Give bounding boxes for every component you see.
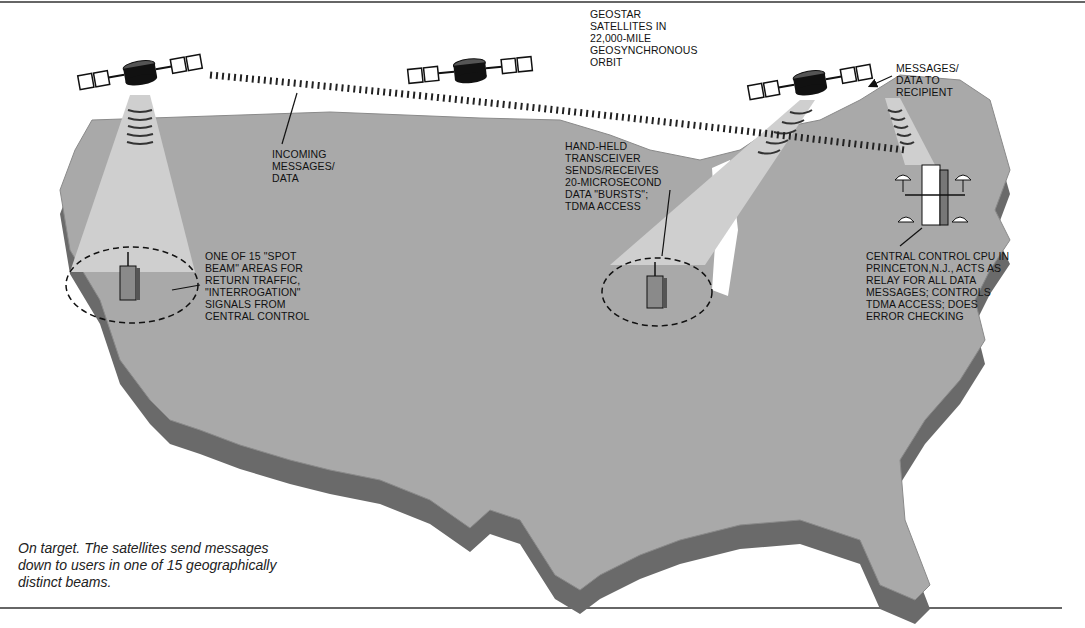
incoming-label: INCOMING MESSAGES/ DATA — [272, 148, 344, 184]
satellite — [407, 53, 533, 90]
leader-arrow — [870, 76, 892, 86]
transceiver-label: HAND-HELD TRANSCEIVER SENDS/RECEIVES 20-… — [565, 140, 673, 212]
handset — [120, 252, 140, 300]
beam-cone — [70, 95, 195, 272]
satellite-label: GEOSTAR SATELLITES IN 22,000-MILE GEOSYN… — [590, 8, 702, 68]
leader-line — [282, 93, 297, 144]
beam-waves — [127, 110, 914, 154]
spot-beam — [66, 247, 198, 323]
leader-line — [900, 228, 922, 246]
central-control-label: CENTRAL CONTROL CPU IN PRINCETON,N.J., A… — [866, 250, 1012, 322]
caption: On target. The satellites send messages … — [18, 540, 288, 591]
satellite — [747, 60, 873, 105]
spot-beam-label: ONE OF 15 "SPOT BEAM" AREAS FOR RETURN T… — [205, 250, 317, 322]
spot-beam — [602, 258, 712, 326]
leader-line — [662, 190, 670, 256]
handset — [647, 262, 667, 308]
leader-line — [172, 285, 200, 290]
top-rule — [0, 1, 1085, 3]
central-control — [895, 165, 971, 225]
recipient-label: MESSAGES/ DATA TO RECIPIENT — [896, 62, 976, 98]
satellite — [77, 50, 203, 95]
beam-cone — [885, 98, 935, 165]
